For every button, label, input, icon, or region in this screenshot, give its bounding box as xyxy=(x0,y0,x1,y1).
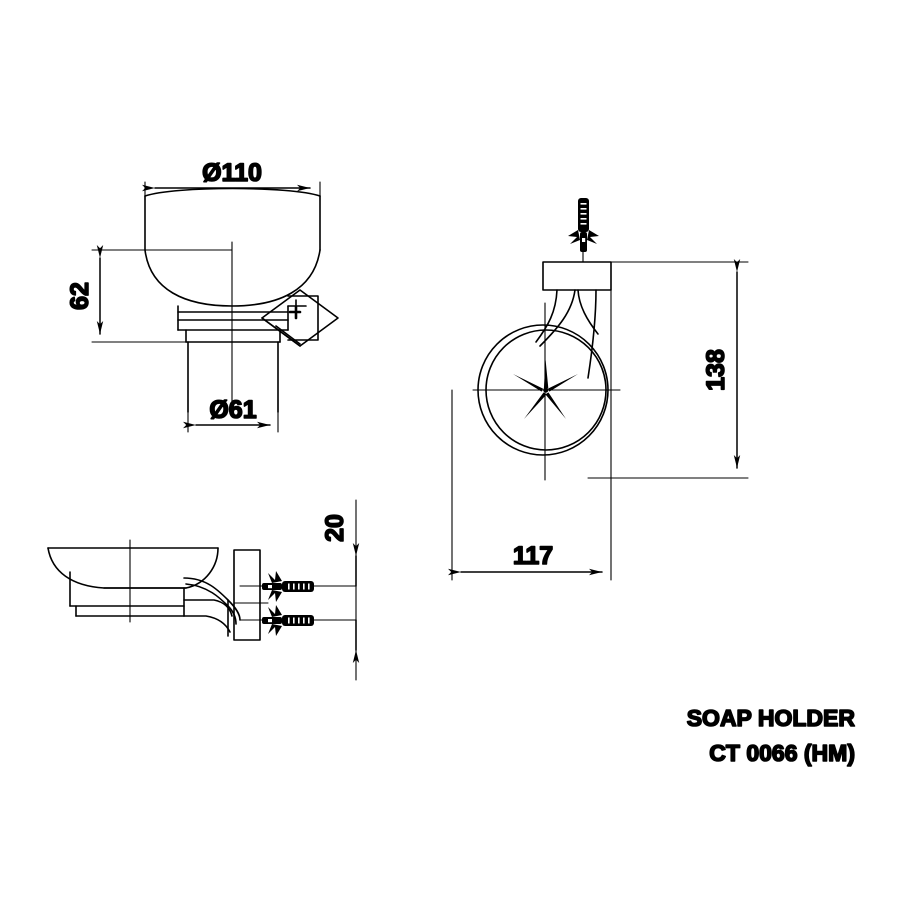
extension-lines-117 xyxy=(451,289,612,581)
wall-anchor-side-lower xyxy=(262,605,314,636)
dimension-label-h-62: 62 xyxy=(66,282,94,310)
bracket-arm-side xyxy=(183,577,241,637)
top-left-elevation-view: Ø110 Ø61 62 xyxy=(65,158,339,433)
wall-anchor-plug-icon-front xyxy=(568,198,599,252)
dish-stepped-base xyxy=(69,571,187,617)
title-block: SOAP HOLDER CT 0066 (HM) xyxy=(686,704,856,767)
product-name-label: SOAP HOLDER xyxy=(687,705,856,731)
wall-plate-side xyxy=(233,549,261,641)
dimension-label-h-138: 138 xyxy=(702,349,730,391)
diamond-bracket-marker xyxy=(288,305,302,320)
dimension-label-dia-61: Ø61 xyxy=(209,396,256,424)
bowl-rim xyxy=(144,187,321,251)
side-view: 20 xyxy=(47,499,360,681)
centerlines-front-view xyxy=(472,302,621,481)
extension-lines-62 xyxy=(91,249,233,343)
wall-bracket-plate xyxy=(542,261,612,291)
dimension-label-w-117: 117 xyxy=(513,542,553,570)
wall-anchor-side-upper xyxy=(262,571,314,602)
dimension-label-h-20: 20 xyxy=(321,514,349,542)
model-code-label: CT 0066 (HM) xyxy=(709,740,855,766)
dimension-label-dia-110: Ø110 xyxy=(202,159,262,187)
front-view: 138 117 xyxy=(448,198,749,581)
dish-profile xyxy=(47,547,219,589)
diamond-bracket-detail xyxy=(261,289,339,347)
extension-lines-138 xyxy=(587,261,749,479)
